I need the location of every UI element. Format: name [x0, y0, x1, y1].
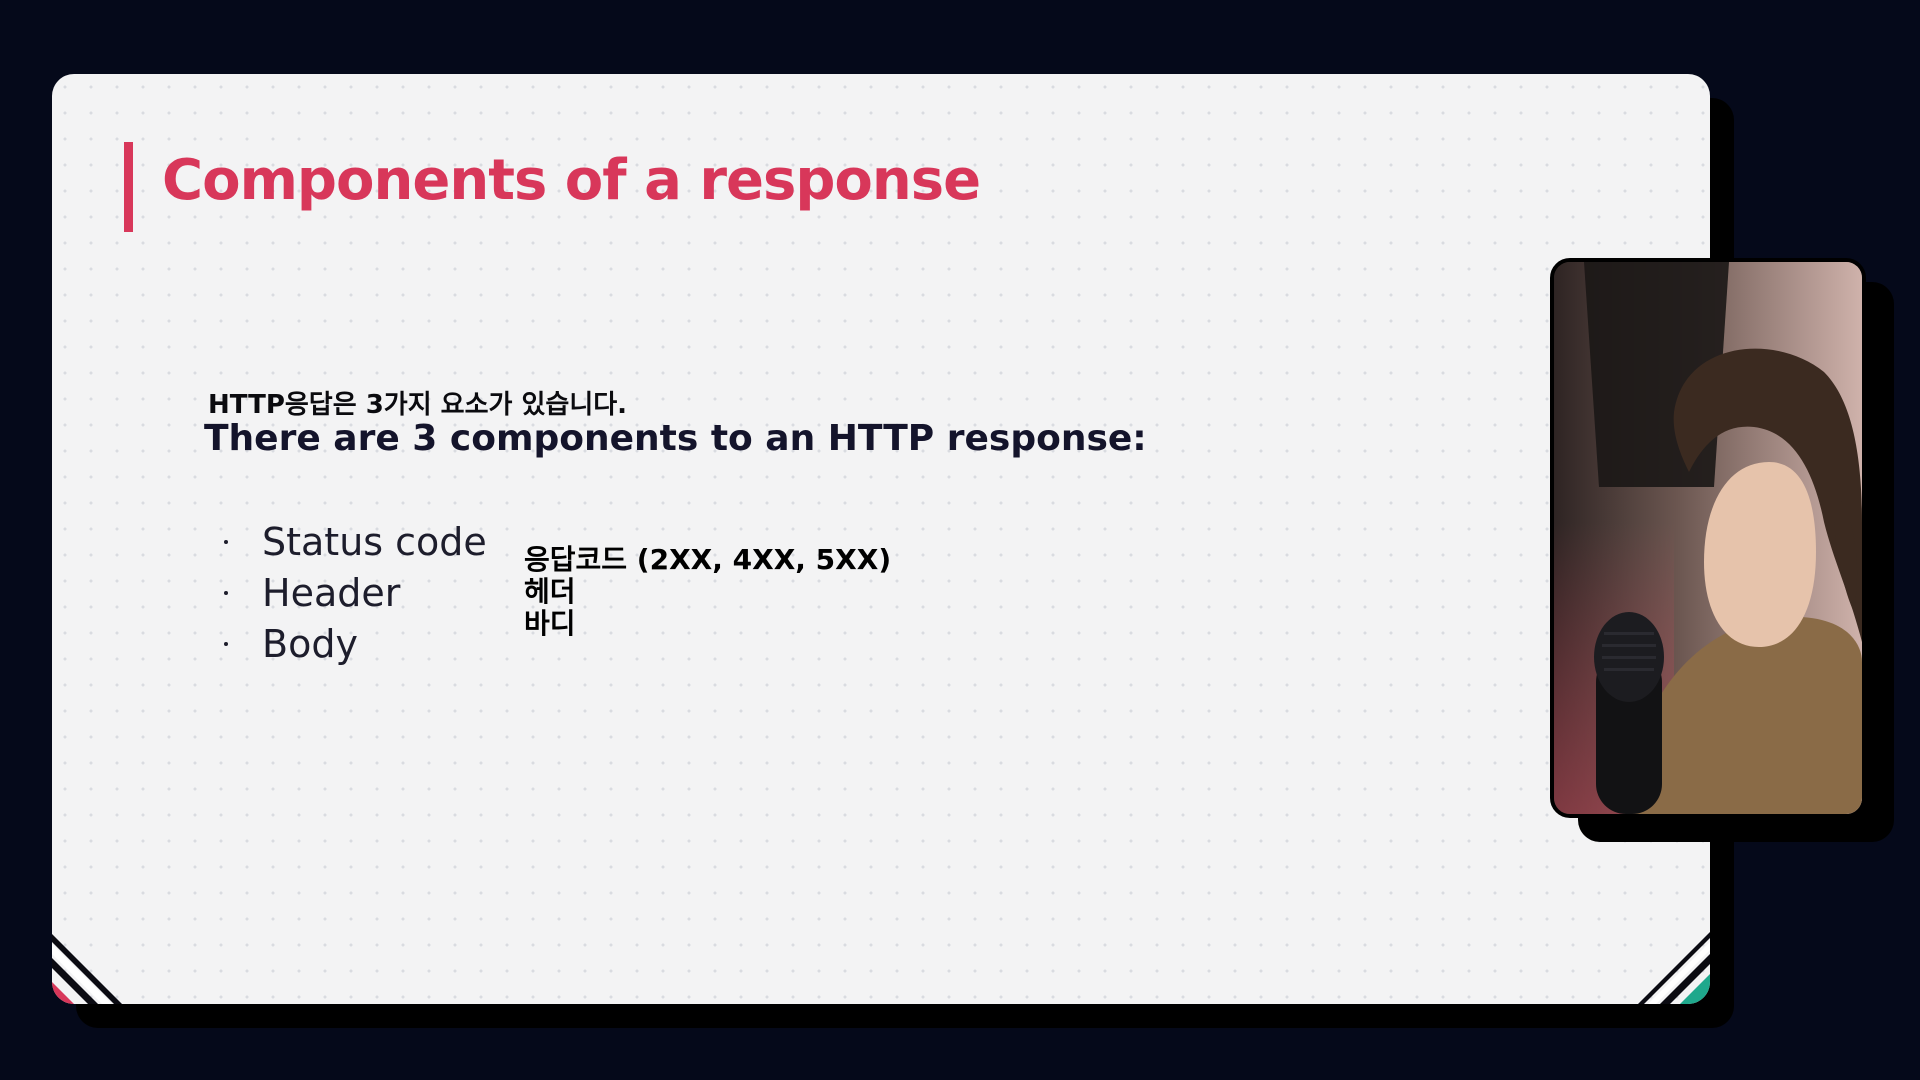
corner-stripes-icon [1638, 932, 1710, 1004]
corner-stripes-icon [52, 934, 122, 1004]
list-item-label: Body [262, 621, 358, 666]
title-accent-bar [124, 142, 133, 232]
annotation-status-code: 응답코드 (2XX, 4XX, 5XX) [524, 543, 892, 576]
bullet-dot-icon [224, 590, 228, 595]
slide: Components of a response HTTP응답은 3가지 요소가… [52, 74, 1710, 1004]
presenter-video-icon [1554, 262, 1862, 814]
korean-annotations: 응답코드 (2XX, 4XX, 5XX) 헤더 바디 [524, 544, 891, 640]
subtitle-korean: HTTP응답은 3가지 요소가 있습니다. [208, 390, 628, 420]
slide-title: Components of a response [162, 148, 981, 213]
subtitle-english: There are 3 components to an HTTP respon… [204, 418, 1147, 459]
bullet-dot-icon [224, 641, 228, 646]
annotation-body: 바디 [524, 607, 576, 640]
webcam-overlay [1550, 258, 1866, 818]
annotation-header: 헤더 [524, 575, 576, 608]
list-item-label: Status code [262, 519, 487, 564]
list-item-label: Header [262, 570, 401, 615]
list-item: Body [224, 618, 487, 669]
component-list: Status code Header Body [224, 516, 487, 669]
list-item: Status code [224, 516, 487, 567]
bullet-dot-icon [224, 539, 228, 544]
list-item: Header [224, 567, 487, 618]
